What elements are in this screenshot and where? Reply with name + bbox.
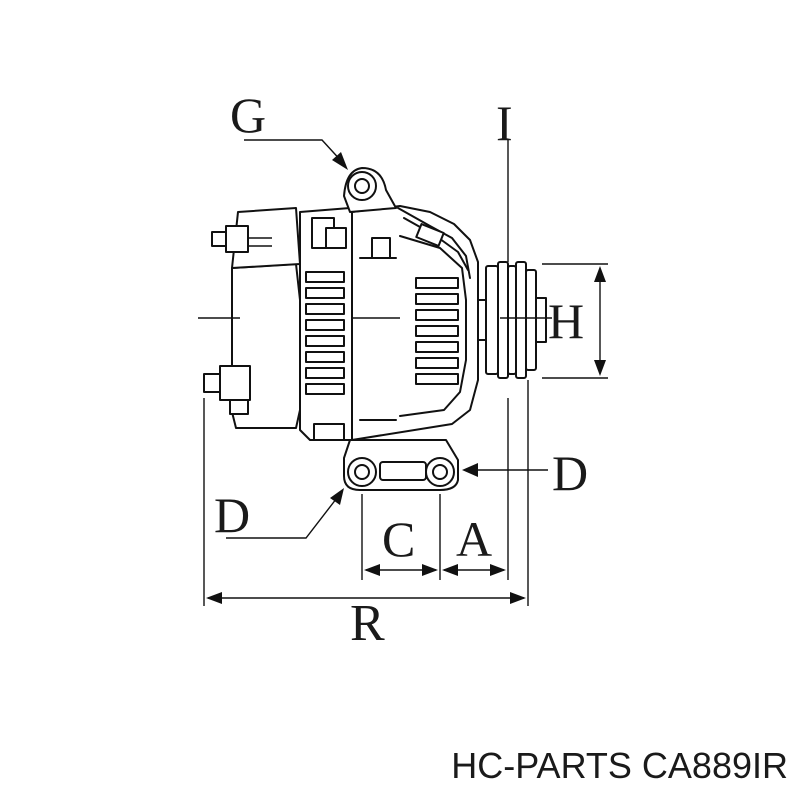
dimension-h bbox=[542, 263, 608, 379]
label-r: R bbox=[350, 595, 385, 652]
dimension-c bbox=[364, 564, 438, 576]
label-h: H bbox=[548, 293, 584, 349]
leader-g bbox=[244, 139, 348, 170]
alternator-body bbox=[198, 167, 479, 491]
pulley bbox=[477, 261, 552, 379]
upper-mount-hole bbox=[354, 178, 370, 194]
front-vent-slots bbox=[415, 277, 459, 385]
dimension-r bbox=[206, 592, 526, 604]
label-c: C bbox=[382, 511, 415, 567]
label-a: A bbox=[456, 511, 492, 567]
lower-lug bbox=[313, 423, 345, 441]
leader-d-right bbox=[462, 463, 548, 477]
label-i: I bbox=[496, 95, 513, 151]
leader-d-left bbox=[226, 488, 344, 539]
label-d-right: D bbox=[552, 445, 588, 501]
rear-terminal-stud bbox=[203, 373, 221, 393]
label-d-left: D bbox=[214, 487, 250, 543]
brand-part-number: HC-PARTS CA889IR bbox=[451, 745, 788, 786]
label-g: G bbox=[230, 87, 266, 143]
front-upper-boss bbox=[371, 237, 391, 259]
dimension-a bbox=[442, 564, 506, 576]
lower-mount-hole-left bbox=[354, 464, 370, 480]
lower-mount-hole-right bbox=[432, 464, 448, 480]
rear-plug-stud bbox=[211, 231, 227, 247]
extension-lines bbox=[203, 380, 529, 606]
rear-vent-slots bbox=[305, 271, 345, 395]
rear-plug bbox=[225, 225, 249, 253]
rear-terminal bbox=[219, 365, 251, 401]
